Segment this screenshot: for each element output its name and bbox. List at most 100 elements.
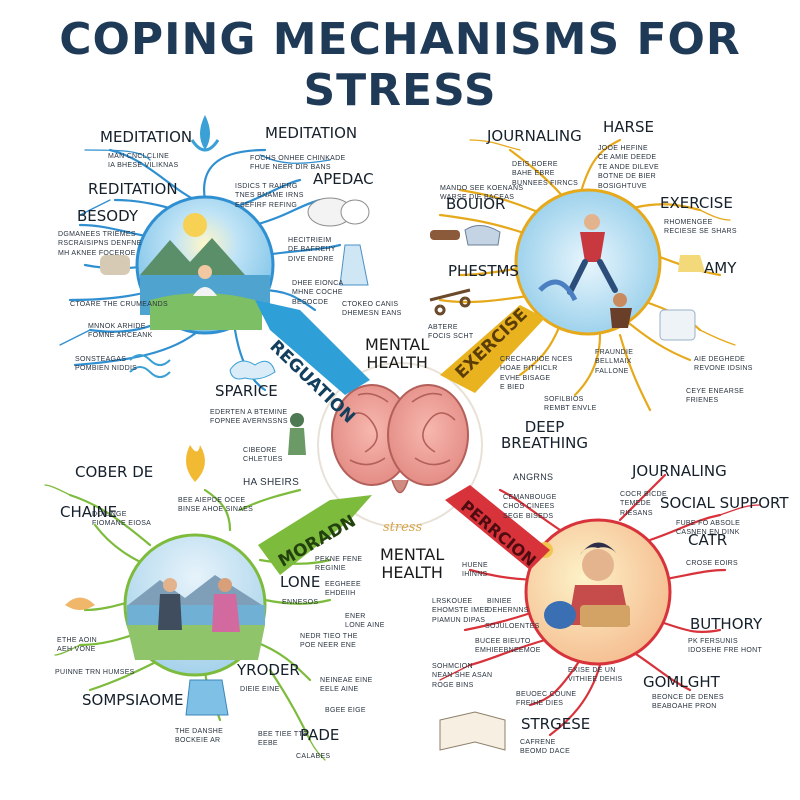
mountain-lake-icon [140, 238, 245, 275]
skateboard-icon [429, 288, 471, 316]
headphones-icon [544, 601, 576, 629]
note-3: ISDICS T RAIERG TNES BNAME IRNS ESEFIRF … [235, 183, 304, 209]
note-40: DOIUNGE FIOMANE EIOSA [92, 511, 152, 528]
note-53: BEE TIEE TTE EEBE [258, 731, 309, 748]
meditation-figure-icon [198, 265, 212, 279]
label-meditation-2: MEDITATION [265, 124, 358, 142]
waves-icon [129, 354, 171, 378]
note-17: RHOMENGEE RECIESE SE SHARS [664, 219, 737, 236]
yoga-mat-icon [659, 309, 696, 341]
note-46: ENNESOS [282, 599, 319, 606]
note-43: ETHE AOIN AEH VONE [57, 637, 98, 654]
note-39: CAFRENE BEOMD DACE [520, 739, 571, 756]
label-journaling-2: JOURNALING [632, 462, 727, 480]
center-label-top: MENTAL HEALTH [365, 335, 430, 373]
label-pade: PADE [300, 726, 340, 744]
note-49: NEINEAE EINE EELE AINE [320, 677, 373, 694]
note-25: CEMANBOUGE CHOS CINEES SEGE BISEDS [503, 494, 557, 520]
note-42: PEKNE FENE REGINIE [315, 556, 363, 573]
label-social-support: SOCIAL SUPPORT [660, 494, 789, 512]
note-1: MAN CNCLCLINE IA BHESE VILIKNAS [108, 153, 179, 170]
label-chaine: CHAINE [60, 503, 118, 521]
label-phestms: PHESTMS [448, 262, 519, 280]
center-script-label: stress [383, 520, 423, 535]
circle-moradn [123, 533, 267, 677]
note-10: SONSTEAGAS POMBIEN NIDDIS [75, 356, 138, 373]
note-37: EXISE DE UN VITHIEE DEHIS [568, 667, 623, 684]
brain-icon [317, 362, 483, 528]
label-yroder: YRODER [237, 661, 300, 679]
note-28: CROSE EOIRS [686, 560, 738, 567]
lotus-icon [190, 115, 220, 152]
note-36: SOHMCION NEAN SHE ASAN ROGE BINS [432, 663, 493, 689]
label-bouior: BOUIOR [446, 195, 506, 213]
note-41: BEE AIEPDE OCEE BINSE AHOE SINAES [178, 497, 254, 514]
note-15: DEIS BOERE BAHE EBRE BUNNEES FIRNCS [512, 161, 579, 187]
note-26: COCR BICDE TEMEDE RIESANS [620, 491, 667, 517]
label-sompsiaome: SOMPSIAOME [82, 691, 184, 709]
label-amy: AMY [704, 259, 737, 277]
label-harse: HARSE [603, 118, 654, 136]
page-title: COPING MECHANISMS FOR STRESS [59, 14, 741, 116]
note-19: CRECHARIOE NCES HOAE PITHICLR EVHE BISAG… [500, 356, 573, 392]
plates-icon [307, 197, 370, 227]
label-besody: BESODY [77, 207, 138, 225]
teapot-icon [185, 679, 229, 716]
branches-bottom-left [44, 484, 332, 761]
label-gomlght: GOMLGHT [643, 673, 720, 691]
note-9: MNNOK ARHIDE FOMNE ARCEANK [88, 323, 153, 340]
note-18: ABTERE FOCIS SCHT [428, 324, 474, 341]
note-2: FOCHS ONHEE CHINKADE FHUE NEER DIR BANS [250, 155, 346, 172]
note-27: FUBE FO ABSOLE CASNEN EN DINK [676, 520, 741, 537]
note-32: LRSKOUEE EHOMSTE IMEE PIAMUN DIPAS [432, 598, 490, 624]
note-34: SOJULOENTES [485, 623, 540, 630]
banner-exercise [440, 305, 545, 393]
note-44: PUINNE TRN HUMSES [55, 669, 135, 676]
note-29: PK FERSUNIS IDOSEHE FRE HONT [688, 638, 763, 655]
sun-icon [183, 213, 207, 237]
cloud-icon [229, 360, 276, 380]
note-11: EDERTEN A BTEMINE FOPNEE AVERNSSNS [210, 409, 288, 426]
person-standing-icon [290, 413, 304, 427]
label-meditation-1: MEDITATION [100, 128, 193, 146]
flame-icon [186, 445, 205, 482]
note-8: CTOARE THE CRUMEANDS [70, 301, 168, 308]
label-strgese: STRGESE [521, 715, 591, 733]
label-exercise: EXERCISE [660, 194, 733, 212]
label-sparice: SPARICE [215, 382, 278, 400]
note-38: BEUOEC COUNE FREIHE DIES [516, 691, 577, 708]
note-13: HA SHEIRS [243, 477, 300, 488]
note-21: FRAUNDIE BELLMAIX FALLONE [595, 349, 634, 375]
banner-moradn [258, 495, 372, 575]
label-buthory: BUTHORY [690, 615, 763, 633]
label-apedac: APEDAC [313, 170, 374, 188]
banner-regulation [255, 300, 370, 395]
note-12: CIBEORE CHLETUES [243, 447, 283, 464]
person-jumping-icon [567, 214, 618, 295]
note-4: DGMANEES TRIEMES RSCRAISIPNS DENFNE MH A… [58, 231, 142, 257]
note-35: BUCEE BIEUTO EMHIEEBNEEMOE [475, 638, 541, 655]
circle-perrcion [524, 518, 672, 666]
note-51: BGEE EIGE [325, 707, 366, 714]
center-label-bottom: MENTAL HEALTH [380, 545, 445, 583]
circle-regulation [135, 195, 275, 335]
label-catr: CATR [688, 531, 728, 549]
note-6: DHEE EIONCA MHNE COCHE BESOCDE [292, 280, 344, 306]
label-reditation: REDITATION [88, 180, 178, 198]
label-deep-breathing: DEEP BREATHING [501, 418, 588, 452]
label-lone: LONE [280, 573, 321, 591]
note-5: HECITRIEIM DE BAFREHY DIVE ENDRE [288, 237, 336, 263]
shoes-icon [464, 225, 501, 246]
label-cober-de: COBER DE [75, 463, 154, 481]
note-16: MANDO SEE KOENANS WARSE DIE BACEAS [440, 185, 524, 202]
note-31: HUENE IHINNS [462, 562, 489, 579]
note-20: SOFILBIOS REMBT ENVLE [544, 396, 597, 413]
note-24: ANGRNS [513, 472, 554, 482]
note-48: ENER LONE AINE [345, 613, 385, 630]
note-7: CTOKEO CANIS DHEMESN EANS [342, 301, 402, 318]
cow-icon [100, 255, 130, 275]
sneaker-icon [678, 255, 705, 272]
note-45: EEGHEEE EHDEIIH [325, 581, 361, 598]
note-52: THE DANSHE BOCKEIE AR [175, 728, 224, 745]
